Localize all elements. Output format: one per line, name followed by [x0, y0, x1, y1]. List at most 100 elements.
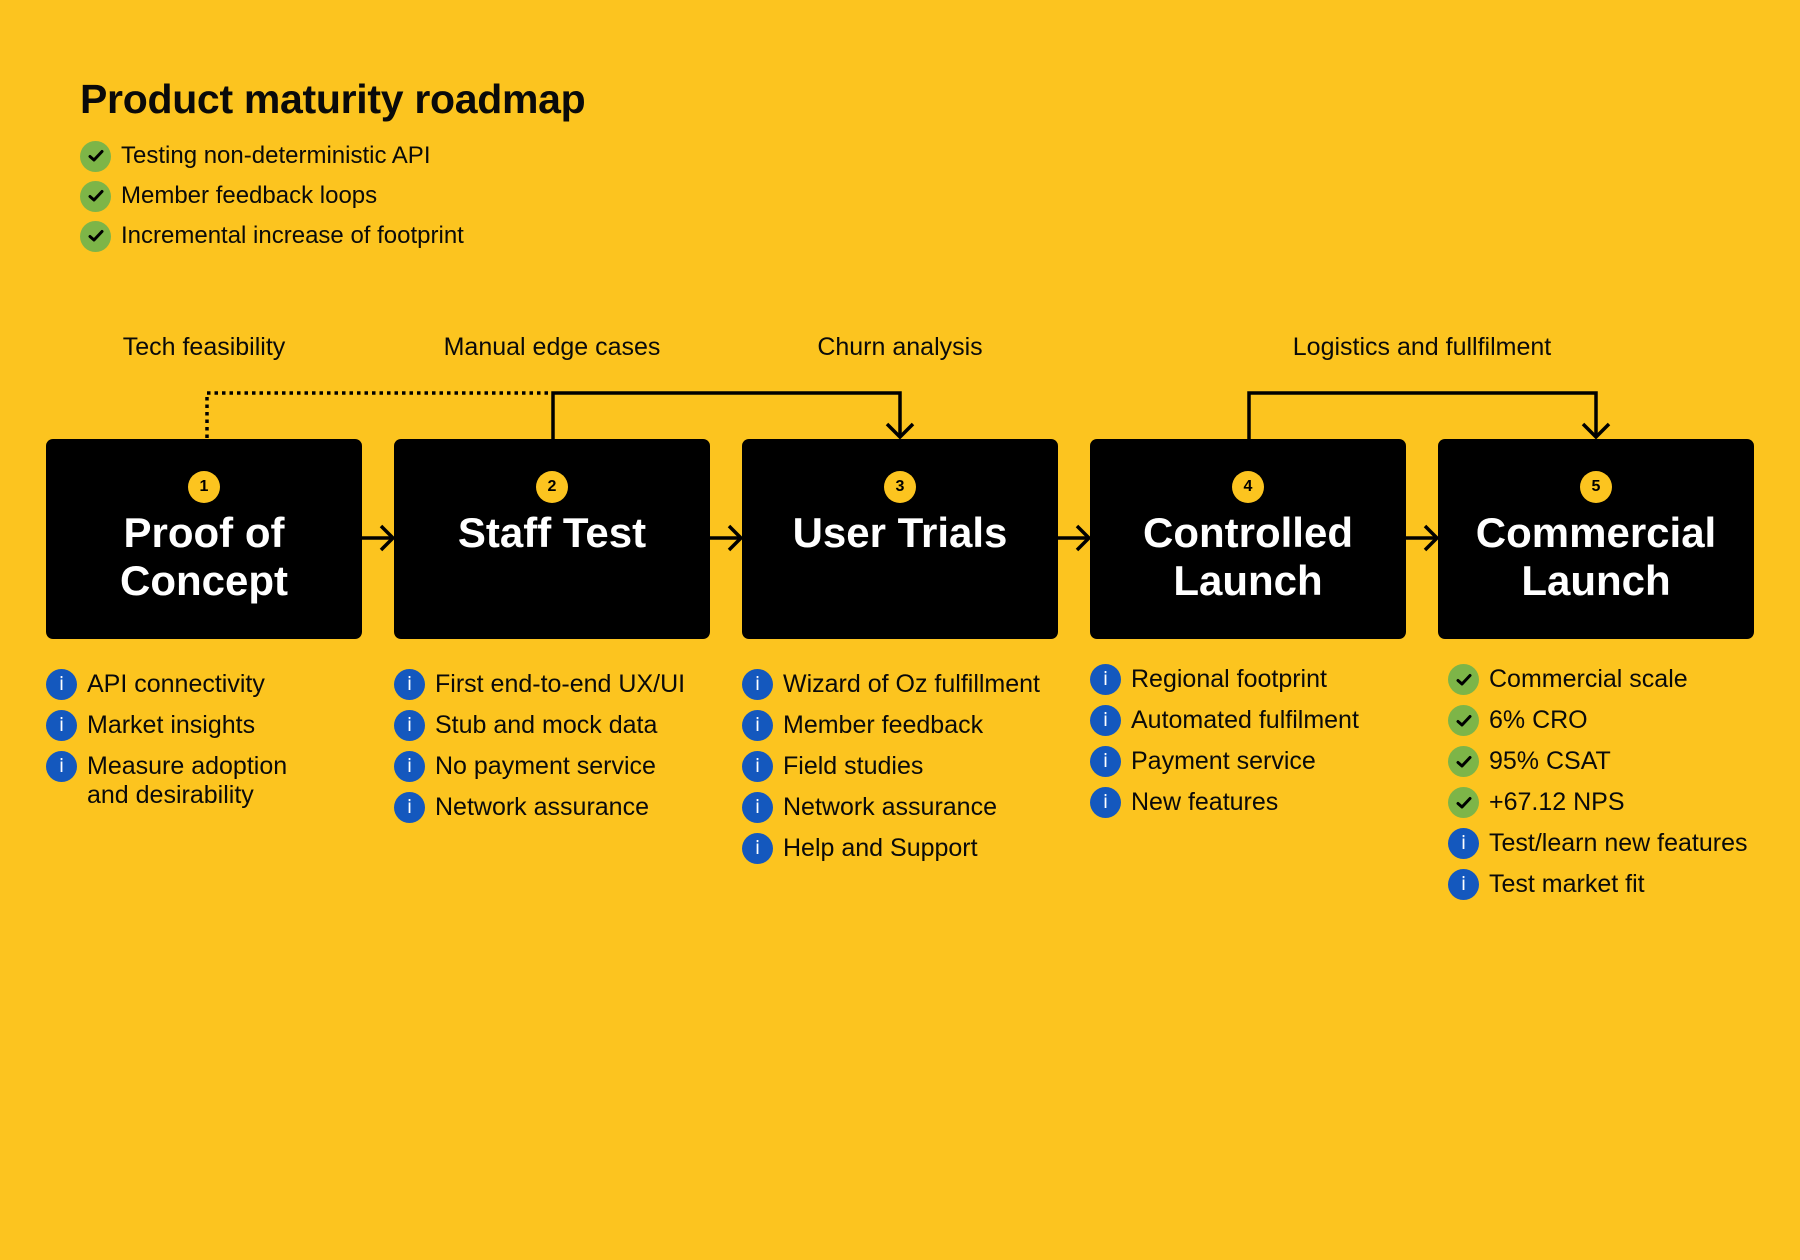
list-item: i Regional footprint: [1090, 664, 1430, 695]
info-icon: i: [1090, 664, 1121, 695]
checkmark-icon: [1448, 746, 1479, 777]
summary-item: Testing non-deterministic API: [80, 136, 464, 176]
summary-item-label: Testing non-deterministic API: [121, 142, 431, 169]
list-item-label: Field studies: [783, 752, 924, 780]
stage-title: Proof of Concept: [120, 509, 288, 604]
arrow-down-icon: [885, 422, 915, 440]
list-item: i Automated fulfilment: [1090, 705, 1430, 736]
arrow-down-icon: [1581, 422, 1611, 440]
list-item-label: Help and Support: [783, 834, 978, 862]
info-icon: i: [46, 710, 77, 741]
info-icon: i: [1090, 705, 1121, 736]
connector-label-logistics: Logistics and fullfilment: [1292, 333, 1552, 361]
stage-proof-of-concept: 1 Proof of Concept: [46, 439, 362, 639]
summary-item: Incremental increase of footprint: [80, 216, 464, 256]
list-item: i Field studies: [742, 751, 1082, 782]
info-icon: i: [394, 710, 425, 741]
list-item-label: Network assurance: [783, 793, 997, 821]
list-item: i Measure adoption and desirability: [46, 751, 346, 810]
list-item-label: No payment service: [435, 752, 656, 780]
list-item-label: Wizard of Oz fulfillment: [783, 670, 1041, 698]
stage-staff-test: 2 Staff Test: [394, 439, 710, 639]
connector-2-3: [551, 391, 902, 439]
list-item-label: Stub and mock data: [435, 711, 658, 739]
info-icon: i: [394, 792, 425, 823]
list-item: i Market insights: [46, 710, 346, 741]
list-item: i Member feedback: [742, 710, 1082, 741]
checkmark-icon: [1448, 787, 1479, 818]
info-icon: i: [742, 833, 773, 864]
list-item-label: API connectivity: [87, 670, 265, 698]
list-item-label: Payment service: [1131, 747, 1316, 775]
page-title: Product maturity roadmap: [80, 76, 586, 122]
info-icon: i: [742, 710, 773, 741]
list-item: Commercial scale: [1448, 664, 1798, 695]
stage-title: User Trials: [792, 509, 1008, 556]
connector-4-5: [1247, 391, 1598, 439]
info-icon: i: [394, 669, 425, 700]
info-icon: i: [1090, 746, 1121, 777]
list-item: i API connectivity: [46, 669, 346, 700]
stage-controlled-launch: 4 Controlled Launch: [1090, 439, 1406, 639]
list-item-label: Member feedback: [783, 711, 984, 739]
summary-item: Member feedback loops: [80, 176, 464, 216]
list-item: i Help and Support: [742, 833, 1082, 864]
list-item-label: Network assurance: [435, 793, 649, 821]
info-icon: i: [1448, 869, 1479, 900]
connector-label-tech-feasibility: Tech feasibility: [122, 333, 286, 361]
checkmark-icon: [1448, 705, 1479, 736]
info-icon: i: [742, 792, 773, 823]
stage-title: Controlled Launch: [1143, 509, 1353, 604]
list-item: i Payment service: [1090, 746, 1430, 777]
info-icon: i: [742, 669, 773, 700]
list-item: i Network assurance: [394, 792, 734, 823]
info-icon: i: [46, 751, 77, 782]
info-icon: i: [742, 751, 773, 782]
stage-commercial-launch: 5 Commercial Launch: [1438, 439, 1754, 639]
stage-number-badge: 5: [1580, 471, 1612, 503]
connector-label-churn-analysis: Churn analysis: [817, 333, 983, 361]
dotted-connector: [205, 391, 552, 438]
checkmark-icon: [1448, 664, 1479, 695]
info-icon: i: [1448, 828, 1479, 859]
list-item-label: Test/learn new features: [1489, 829, 1748, 857]
checkmark-icon: [80, 180, 111, 212]
list-item: 6% CRO: [1448, 705, 1798, 736]
stage-title: Staff Test: [457, 509, 647, 556]
list-item: +67.12 NPS: [1448, 787, 1798, 818]
checkmark-icon: [80, 220, 111, 252]
list-item: i Network assurance: [742, 792, 1082, 823]
connector-label-manual-edge-cases: Manual edge cases: [443, 333, 661, 361]
list-item: i Stub and mock data: [394, 710, 734, 741]
info-icon: i: [1090, 787, 1121, 818]
checkmark-icon: [80, 140, 111, 172]
list-item-label: 6% CRO: [1489, 706, 1588, 734]
list-item: 95% CSAT: [1448, 746, 1798, 777]
list-item-label: 95% CSAT: [1489, 747, 1611, 775]
summary-item-label: Member feedback loops: [121, 182, 378, 209]
list-item-label: Regional footprint: [1131, 665, 1327, 693]
info-icon: i: [46, 669, 77, 700]
summary-item-label: Incremental increase of footprint: [121, 222, 464, 249]
list-item: i Wizard of Oz fulfillment: [742, 669, 1082, 700]
list-item-label: New features: [1131, 788, 1279, 816]
stage-number-badge: 3: [884, 471, 916, 503]
list-item-label: Market insights: [87, 711, 256, 739]
list-item-label: Test market fit: [1489, 870, 1645, 898]
stage-number-badge: 2: [536, 471, 568, 503]
list-item-label: Commercial scale: [1489, 665, 1688, 693]
list-item-label: First end-to-end UX/UI: [435, 670, 686, 698]
list-item: i Test market fit: [1448, 869, 1798, 900]
list-item: i New features: [1090, 787, 1430, 818]
list-item-label: Measure adoption and desirability: [87, 752, 288, 809]
list-item-label: +67.12 NPS: [1489, 788, 1625, 816]
list-item-label: Automated fulfilment: [1131, 706, 1359, 734]
list-item: i First end-to-end UX/UI: [394, 669, 734, 700]
stage-5-items: Commercial scale 6% CRO 95% CSAT +67.12 …: [1448, 664, 1798, 911]
stage-user-trials: 3 User Trials: [742, 439, 1058, 639]
